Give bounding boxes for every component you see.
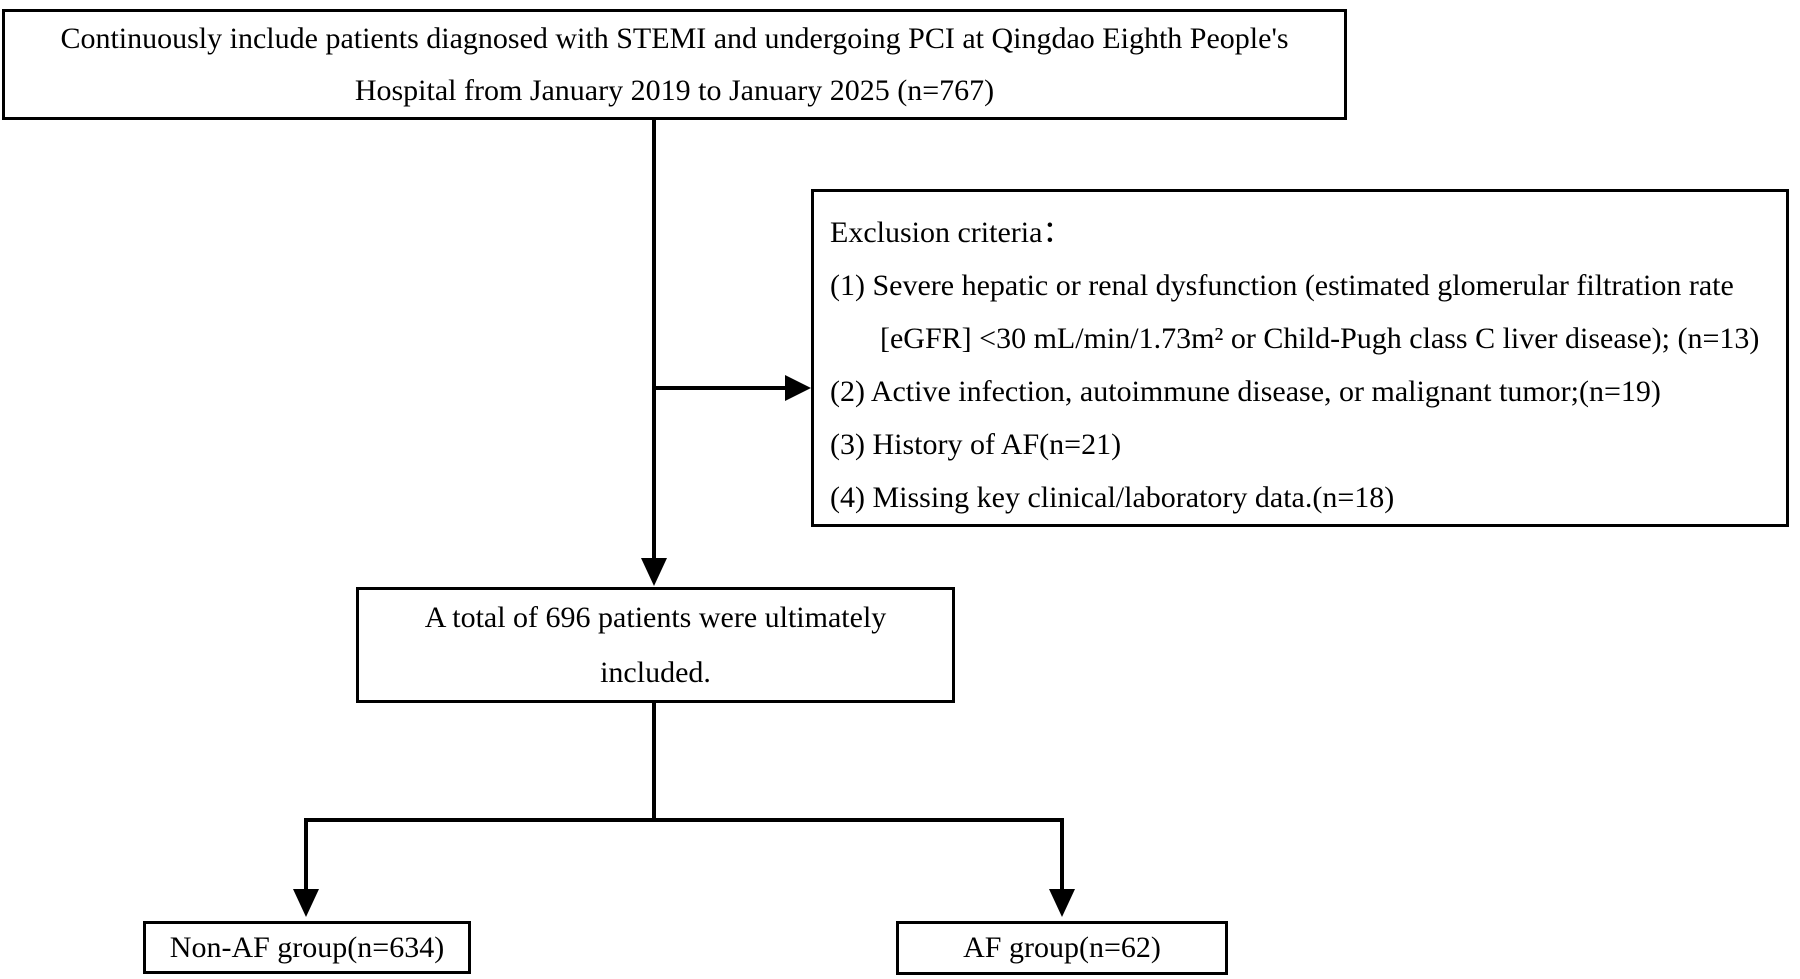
- exclusion-criteria-box: Exclusion criteria： (1) Severe hepatic o…: [811, 189, 1789, 527]
- exclusion-title: Exclusion criteria：: [830, 216, 1073, 249]
- included-patients-box: A total of 696 patients were ultimately …: [356, 587, 955, 703]
- enrollment-text-line1: Continuously include patients diagnosed …: [60, 21, 1289, 55]
- arrowhead-down-icon: [1049, 889, 1075, 917]
- exclusion-item-1: (1) Severe hepatic or renal dysfunction …: [830, 269, 1734, 302]
- branch-left-line: [304, 818, 308, 892]
- af-group-box: AF group(n=62): [896, 921, 1228, 975]
- arrowhead-down-icon: [641, 558, 667, 586]
- exclusion-item-4: (4) Missing key clinical/laboratory data…: [830, 481, 1395, 514]
- arrowhead-down-icon: [293, 889, 319, 917]
- arrowhead-right-icon: [785, 375, 811, 401]
- af-group-label: AF group(n=62): [963, 931, 1161, 964]
- non-af-group-box: Non-AF group(n=634): [143, 921, 471, 974]
- exclusion-item-2: (2) Active infection, autoimmune disease…: [830, 375, 1661, 408]
- enrollment-box: Continuously include patients diagnosed …: [2, 9, 1347, 120]
- exclusion-item-3: (3) History of AF(n=21): [830, 428, 1122, 461]
- connector-to-exclusion: [652, 386, 788, 390]
- included-text-line1: A total of 696 patients were ultimately: [424, 601, 887, 634]
- branch-right-line: [1060, 818, 1064, 892]
- non-af-group-label: Non-AF group(n=634): [169, 930, 445, 964]
- branch-horizontal-line: [304, 818, 1064, 822]
- exclusion-item-1-continued: [eGFR] <30 mL/min/1.73m² or Child-Pugh c…: [880, 322, 1760, 355]
- enrollment-text-line2: Hospital from January 2019 to January 20…: [354, 73, 995, 107]
- included-text-line2: included.: [600, 656, 711, 689]
- connector-top-to-included: [652, 120, 656, 560]
- connector-included-to-branch: [652, 701, 656, 822]
